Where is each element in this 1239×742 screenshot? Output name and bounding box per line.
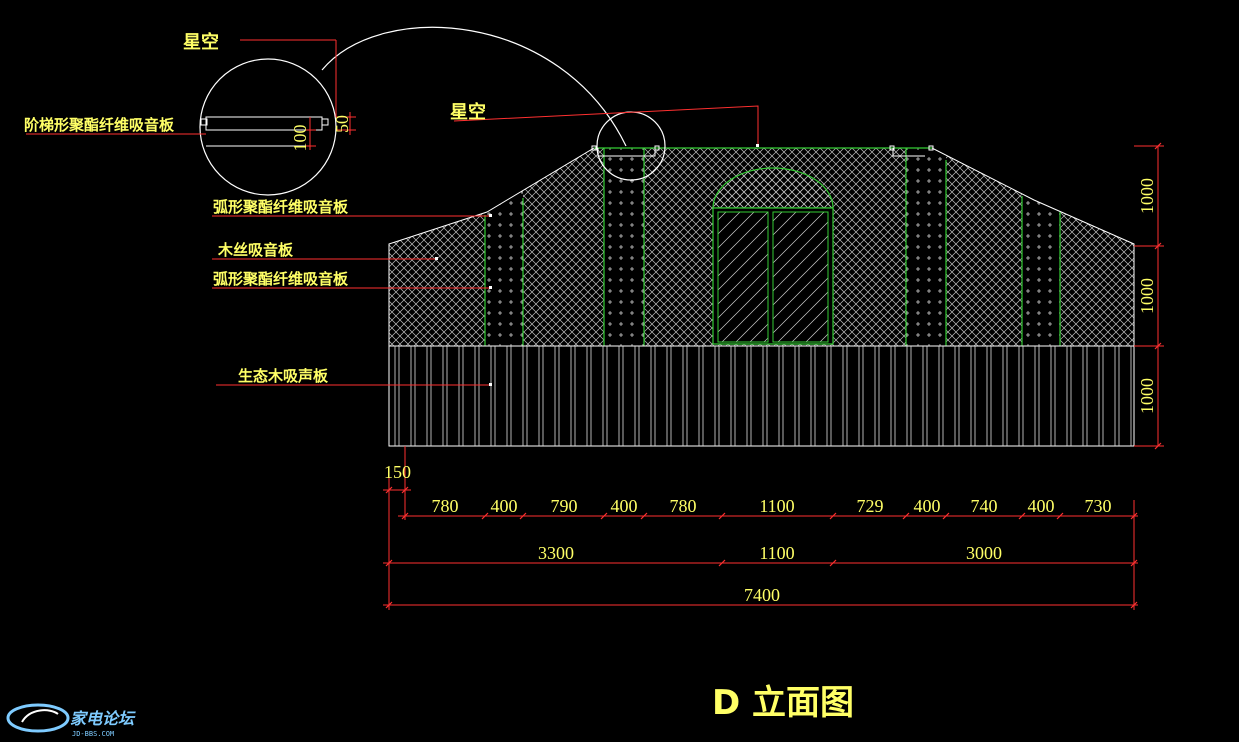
row2-dim: 3000: [966, 543, 1002, 563]
vdim-bottom: 1000: [1137, 378, 1157, 414]
svg-text:JD-BBS.COM: JD-BBS.COM: [72, 730, 114, 738]
row1-dim: 780: [670, 496, 697, 516]
detail-dim-50: 50: [332, 115, 352, 133]
row1-dim: 730: [1085, 496, 1112, 516]
label-arc-panel-2: 弧形聚酯纤维吸音板: [213, 270, 349, 288]
row2-dim: 1100: [759, 543, 794, 563]
row1-dim: 790: [551, 496, 578, 516]
label-star-sky-2: 星空: [450, 101, 486, 123]
row1-dim: 400: [611, 496, 638, 516]
svg-text:家电论坛: 家电论坛: [70, 709, 136, 728]
watermark-logo: 家电论坛 JD-BBS.COM: [6, 703, 136, 738]
label-leaders: [212, 105, 759, 386]
label-star-sky-1: 星空: [183, 31, 219, 53]
offset-dim: 150: [384, 462, 411, 482]
row1-dim: 1100: [759, 496, 794, 516]
row1-dimensions: 780 400 790 400 780 1100 729 400 740 400…: [432, 496, 1112, 516]
row2-dimensions: 3300 1100 3000: [538, 543, 1002, 563]
label-stepped-panel: 阶梯形聚酯纤维吸音板: [24, 116, 175, 134]
vdim-top: 1000: [1137, 178, 1157, 214]
row1-dim: 740: [971, 496, 998, 516]
arched-door: [712, 167, 834, 345]
row1-dim: 400: [914, 496, 941, 516]
vertical-dimensions: [1134, 145, 1164, 447]
vdim-middle: 1000: [1137, 278, 1157, 314]
detail-dim-100: 100: [290, 125, 310, 152]
label-eco-wood: 生态木吸声板: [238, 367, 329, 385]
total-dim: 7400: [744, 585, 780, 605]
row1-dim: 400: [1028, 496, 1055, 516]
eco-wood-panel: [388, 345, 1135, 447]
row1-dim: 400: [491, 496, 518, 516]
row1-dim: 780: [432, 496, 459, 516]
label-arc-panel-1: 弧形聚酯纤维吸音板: [213, 198, 349, 216]
row1-dim: 729: [857, 496, 884, 516]
row2-dim: 3300: [538, 543, 574, 563]
label-wood-wool: 木丝吸音板: [217, 241, 294, 259]
upper-wall: [388, 145, 1135, 347]
drawing-title: D 立面图: [712, 683, 854, 723]
horizontal-dimensions: [383, 446, 1138, 610]
